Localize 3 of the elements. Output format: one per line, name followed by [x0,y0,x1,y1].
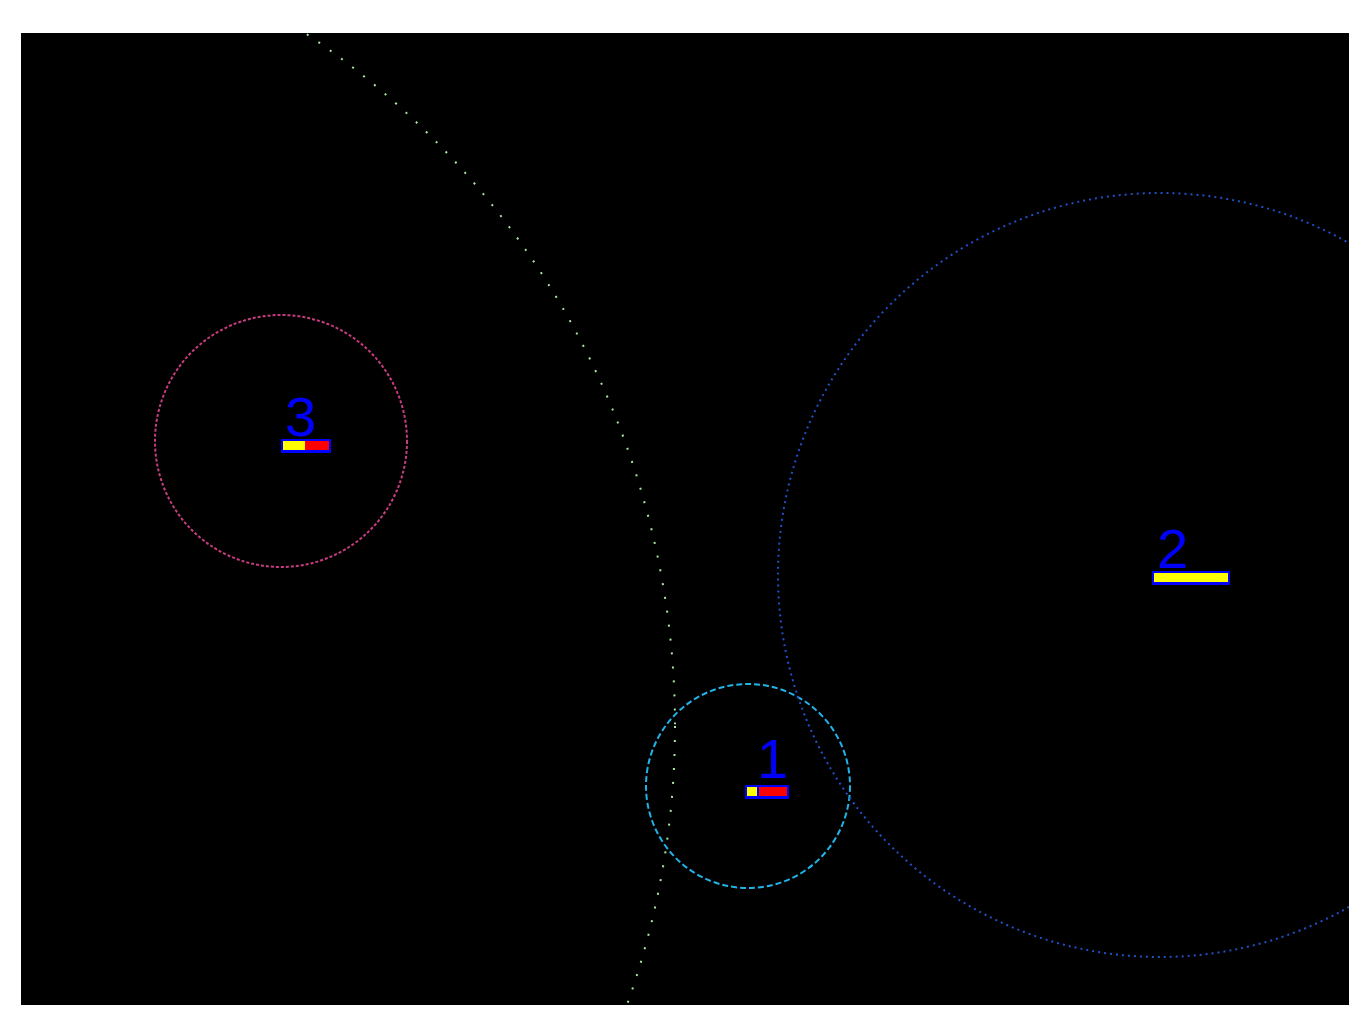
circle-number: 2 [1157,521,1189,577]
circle-number: 1 [757,731,789,787]
circle-number: 3 [285,389,317,445]
